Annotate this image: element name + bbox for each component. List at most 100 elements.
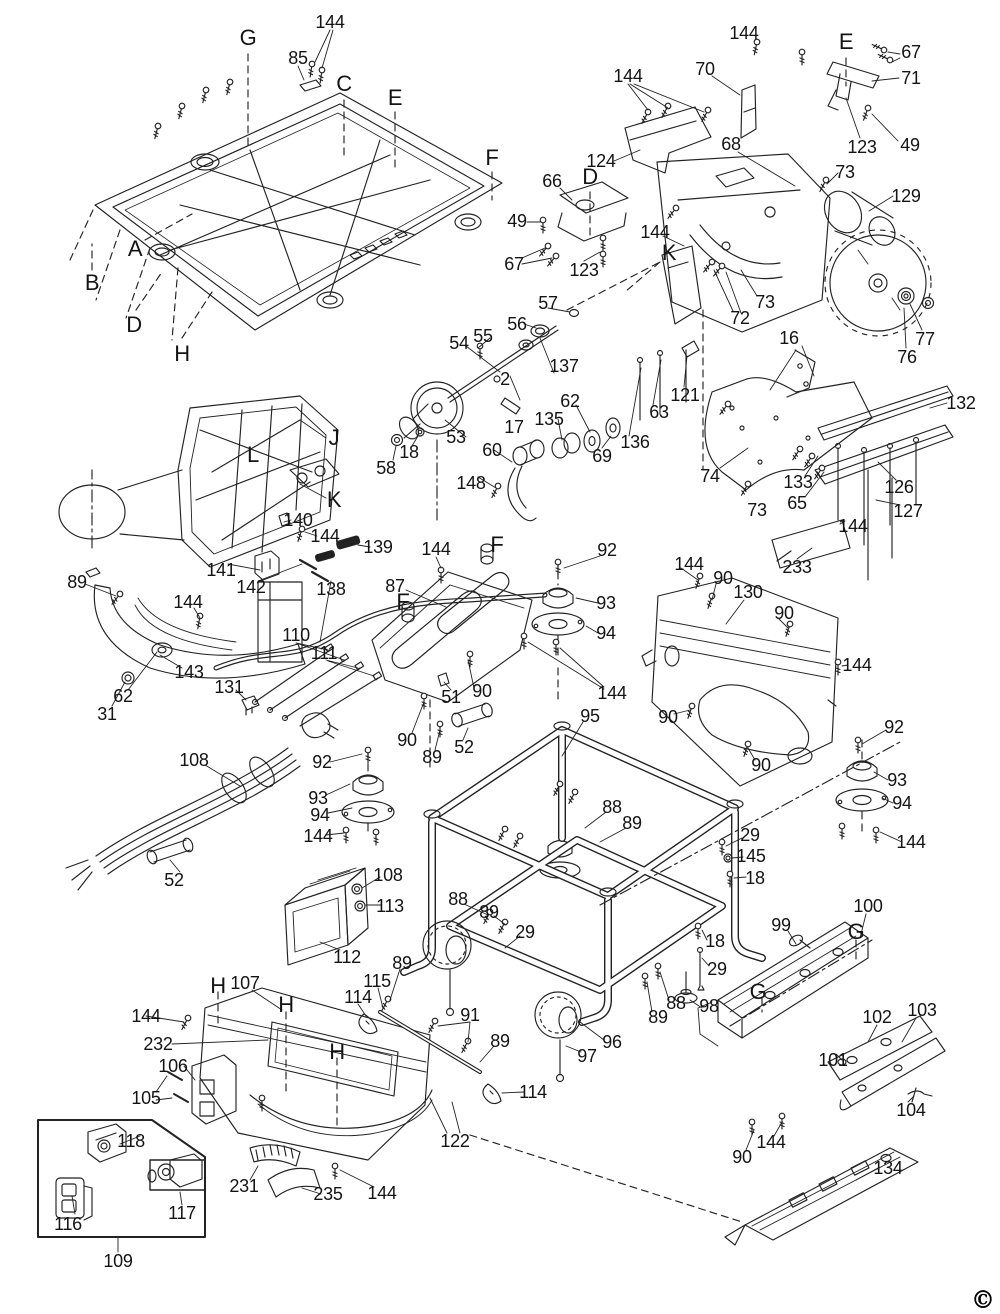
part-label-E: E [387, 85, 403, 110]
part-label-G: G [749, 979, 767, 1004]
part-label-51: 51 [441, 687, 461, 707]
part-label-55: 55 [473, 326, 493, 346]
foot-98 [674, 992, 698, 1004]
part-label-H: H [210, 973, 226, 998]
pin-17 [500, 397, 521, 415]
part-label-94: 94 [596, 623, 616, 643]
shelf-rod [358, 1010, 502, 1105]
part-label-G: G [847, 919, 865, 944]
part-label-112: 112 [333, 947, 361, 967]
tilt-handle [507, 465, 537, 522]
part-label-16: 16 [779, 328, 799, 348]
bolt-99 [788, 934, 811, 949]
datum-lines [69, 53, 857, 1223]
part-label-133: 133 [783, 472, 813, 492]
part-label-144: 144 [896, 832, 926, 852]
part-label-129: 129 [891, 186, 921, 206]
part-label-94: 94 [310, 805, 330, 825]
part-label-92: 92 [312, 752, 332, 772]
part-label-90: 90 [658, 707, 678, 727]
part-label-2: 2 [500, 369, 510, 389]
support-arm [85, 567, 306, 685]
bolt-104 [907, 1087, 933, 1103]
part-label-144: 144 [310, 526, 340, 546]
part-label-73: 73 [835, 162, 855, 182]
part-label-106: 106 [158, 1056, 188, 1076]
part-label-68: 68 [721, 134, 741, 154]
part-label-107: 107 [230, 973, 260, 993]
rail-126 [814, 424, 954, 485]
part-label-18: 18 [745, 868, 765, 888]
part-label-71: 71 [901, 68, 921, 88]
part-label-109: 109 [103, 1251, 133, 1271]
centerlines [91, 439, 901, 1027]
part-label-73: 73 [747, 500, 767, 520]
part-label-18: 18 [705, 931, 725, 951]
part-label-132: 132 [946, 393, 976, 413]
arbor-washer [897, 287, 915, 305]
part-label-126: 126 [884, 477, 914, 497]
part-label-144: 144 [597, 683, 627, 703]
part-label-93: 93 [308, 788, 328, 808]
part-label-144: 144 [756, 1132, 786, 1152]
part-label-G: G [239, 25, 257, 50]
panel-130 [641, 577, 839, 787]
cradle-122 [249, 1089, 433, 1129]
part-label-144: 144 [421, 539, 451, 559]
part-label-231: 231 [229, 1176, 259, 1196]
part-label-145: 145 [736, 846, 766, 866]
part-label-87: 87 [385, 576, 405, 596]
part-label-77: 77 [915, 329, 935, 349]
part-label-148: 148 [456, 473, 486, 493]
part-label-57: 57 [538, 293, 558, 313]
solenoid-117 [169, 1153, 203, 1188]
part-label-29: 29 [740, 825, 760, 845]
part-label-90: 90 [751, 755, 771, 775]
part-label-67: 67 [504, 254, 524, 274]
part-label-100: 100 [853, 896, 883, 916]
nut-101 [837, 1058, 847, 1066]
inner-box-117 [149, 1159, 206, 1191]
part-label-144: 144 [640, 222, 670, 242]
part-label-52: 52 [454, 737, 474, 757]
part-label-F: F [490, 532, 504, 557]
clip-140 [278, 512, 291, 527]
part-label-65: 65 [787, 493, 807, 513]
saw-blade [824, 229, 935, 337]
part-label-140: 140 [283, 510, 313, 530]
miter-scale [249, 1144, 321, 1198]
part-label-232: 232 [143, 1034, 173, 1054]
grommet-113 [357, 903, 363, 909]
part-label-104: 104 [896, 1100, 926, 1120]
relay-118 [87, 1123, 127, 1163]
part-label-69: 69 [592, 446, 612, 466]
part-label-H: H [278, 992, 294, 1017]
part-label-85: 85 [288, 48, 308, 68]
stand-frame [400, 721, 766, 1026]
handwheel [410, 381, 464, 435]
part-label-62: 62 [560, 391, 580, 411]
blade-housing [371, 543, 533, 728]
bracket-16 [786, 349, 816, 398]
part-label-91: 91 [460, 1005, 480, 1025]
crank-assembly [390, 308, 700, 522]
latch-85 [299, 79, 322, 92]
part-label-K: K [326, 487, 342, 512]
part-label-114: 114 [519, 1082, 547, 1102]
part-label-143: 143 [174, 662, 204, 682]
rail-100 [697, 921, 869, 1047]
part-label-92: 92 [884, 717, 904, 737]
part-label-117: 117 [168, 1203, 196, 1223]
part-label-144: 144 [729, 23, 759, 43]
clip-114-b [482, 1083, 502, 1105]
part-label-141: 141 [206, 560, 236, 580]
part-label-89: 89 [479, 902, 499, 922]
casters [422, 920, 582, 1083]
part-label-130: 130 [733, 582, 763, 602]
leader-lines [71, 29, 948, 1253]
part-label-144: 144 [315, 12, 345, 32]
part-label-49: 49 [507, 211, 527, 231]
part-label-108: 108 [179, 750, 209, 770]
part-label-93: 93 [596, 593, 616, 613]
part-label-114: 114 [344, 987, 372, 1007]
